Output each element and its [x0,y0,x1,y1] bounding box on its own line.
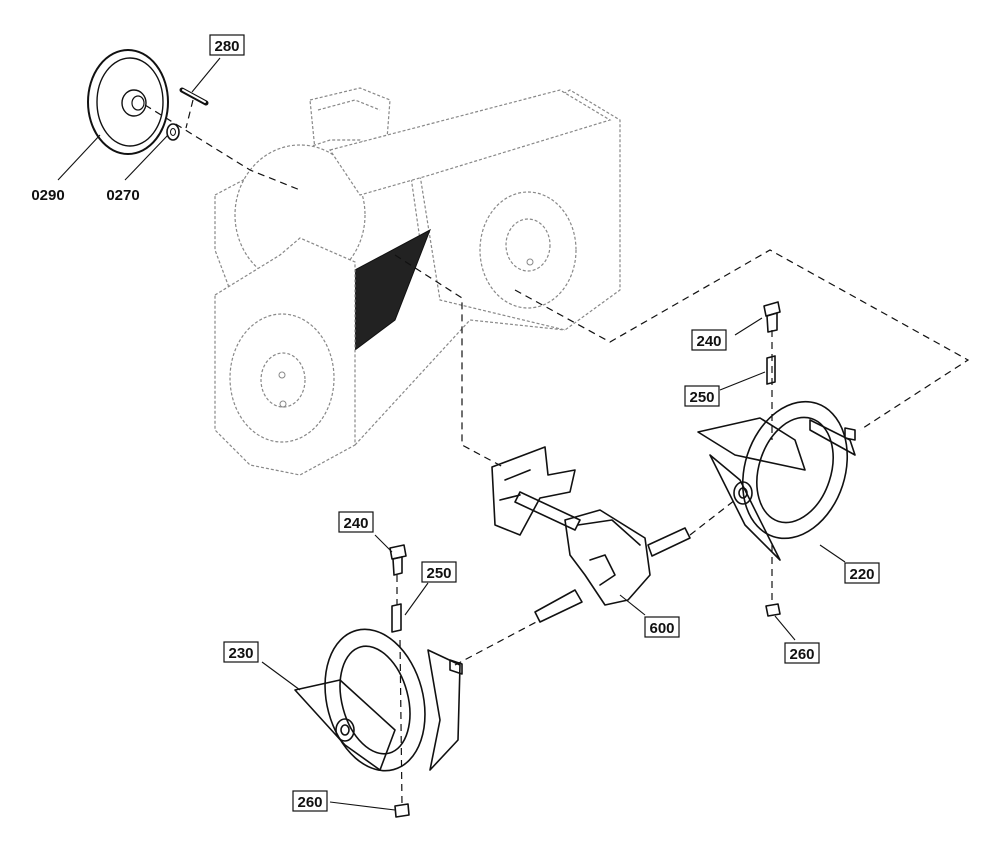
svg-text:260: 260 [297,794,322,811]
callout-240-lower: 240 [338,511,374,533]
callout-250-lower: 250 [421,561,457,583]
nut-left[interactable] [394,803,410,818]
auger-right[interactable] [697,388,864,561]
svg-text:250: 250 [689,389,714,406]
washer[interactable] [166,123,180,141]
auger-left[interactable] [294,618,463,782]
spacer-right[interactable] [766,355,776,385]
pulley-axis-line [144,104,301,191]
svg-text:0270: 0270 [106,187,139,204]
nut-axis-lower [399,639,403,806]
callout-0270: 0270 [106,187,139,204]
spacer-left[interactable] [391,603,402,633]
svg-text:240: 240 [696,333,721,350]
pulley[interactable] [87,49,169,155]
right-shaft-axis-line [689,499,736,536]
svg-text:600: 600 [649,620,674,637]
key-axis-line [185,99,194,129]
svg-text:250: 250 [426,565,451,582]
svg-text:230: 230 [228,645,253,662]
key-pin[interactable] [179,87,209,106]
svg-text:260: 260 [789,646,814,663]
callout-250-upper: 250 [684,385,720,407]
gearbox-assembly[interactable] [491,446,691,623]
bolt-right[interactable] [763,301,781,333]
callout-260-lower: 260 [292,790,328,812]
callout-280: 280 [209,34,245,56]
svg-text:0290: 0290 [31,187,64,204]
bolt-left[interactable] [389,544,407,576]
svg-text:240: 240 [343,515,368,532]
callout-230: 230 [223,641,259,663]
left-shaft-axis-line [454,619,541,666]
svg-text:220: 220 [849,566,874,583]
svg-text:280: 280 [214,38,239,55]
auger-housing [214,87,621,476]
nut-right[interactable] [765,603,781,617]
callout-260-upper: 260 [784,642,820,664]
shaft-axis-line [514,249,970,431]
callout-0290: 0290 [31,187,64,204]
callout-220: 220 [844,562,880,584]
gearbox-axis-line [394,254,506,469]
callout-240-upper: 240 [691,329,727,351]
callout-600: 600 [644,616,680,638]
leader-lines [57,57,846,811]
